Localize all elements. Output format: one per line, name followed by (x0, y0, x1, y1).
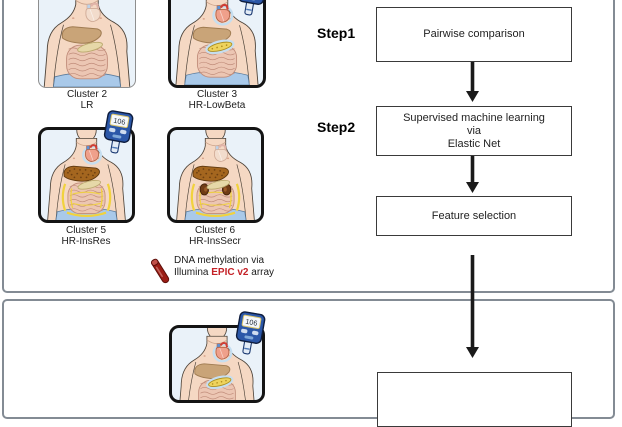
flow-arrow-down-icon (466, 156, 479, 193)
glucose-meter-icon: 106 (232, 310, 266, 358)
blood-tube-icon (151, 258, 170, 284)
bottom-panel-body-illustration (172, 328, 262, 400)
dna-note-text: DNA methylation via Illumina EPIC v2 arr… (174, 255, 274, 278)
cluster-2-label: Cluster 2 LR (32, 89, 142, 111)
cluster-5-body-illustration (41, 130, 132, 220)
flow-arrow-down-long-icon (466, 255, 479, 358)
dna-note-line1: DNA methylation via (174, 255, 265, 266)
cluster-2-name: Cluster 2 (66, 89, 107, 100)
cluster-6-label: Cluster 6 HR-InsSecr (160, 225, 270, 247)
cluster-2-illustration-box (38, 0, 136, 88)
epic-v2-highlight: EPIC v2 (211, 266, 249, 278)
cluster-2-body-illustration (39, 0, 135, 87)
glucose-meter-reading: 106 (245, 317, 258, 328)
glucose-meter-icon: 106 (100, 109, 134, 157)
step2-label: Step2 (317, 119, 356, 135)
flow-box-pairwise-comparison: Pairwise comparison (376, 7, 572, 62)
cluster-3-name: Cluster 3 (196, 89, 237, 100)
cluster-6-abbrev: HR-InsSecr (189, 235, 241, 247)
flow-box-feature-selection: Feature selection (376, 196, 572, 236)
dna-note-line2: Illumina EPIC v2 array (174, 266, 275, 278)
glucose-meter-reading: 106 (113, 116, 126, 127)
glucose-meter-icon: 106 (234, 0, 268, 19)
cluster-3-abbrev: HR-LowBeta (188, 99, 246, 111)
cluster-3-label: Cluster 3 HR-LowBeta (162, 89, 272, 111)
flow-box-supervised-ml: Supervised machine learning via Elastic … (376, 106, 572, 156)
cluster-3-body-illustration (171, 0, 263, 85)
step1-label: Step1 (317, 25, 356, 41)
cluster-6-name: Cluster 6 (194, 225, 235, 236)
cluster-5-label: Cluster 5 HR-InsRes (31, 225, 141, 247)
cluster-6-body-illustration (170, 130, 261, 220)
cluster-5-abbrev: HR-InsRes (61, 235, 111, 247)
cluster-2-abbrev: LR (80, 99, 94, 111)
flow-arrow-down-icon (466, 62, 479, 102)
dna-methylation-note: DNA methylation via Illumina EPIC v2 arr… (151, 255, 274, 287)
cluster-5-name: Cluster 5 (65, 225, 106, 236)
cluster-6-illustration-box (167, 127, 264, 223)
